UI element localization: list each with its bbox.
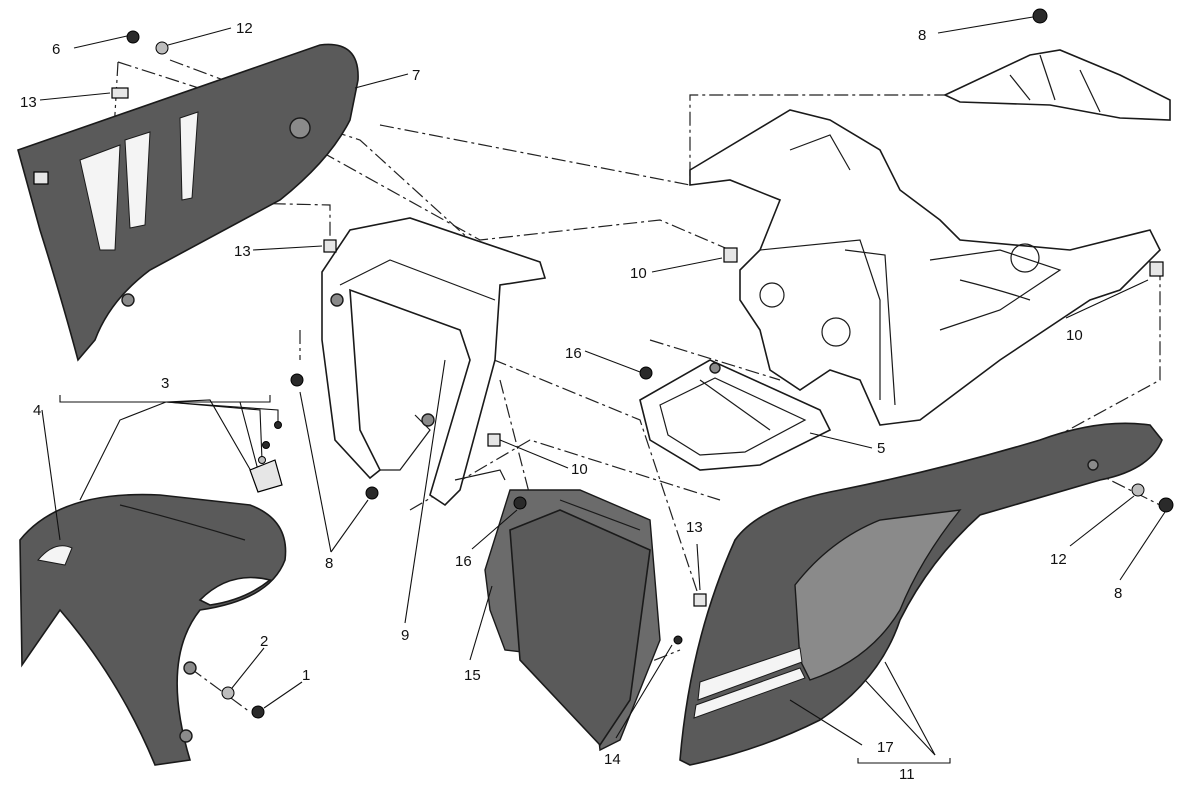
callout-15: 15 (464, 667, 481, 684)
left-side-panel (17, 43, 359, 362)
callout-10-left: 10 (630, 265, 647, 282)
callout-8-left: 8 (325, 555, 333, 572)
callout-2: 2 (260, 633, 268, 650)
callout-3: 3 (161, 375, 169, 392)
callout-1: 1 (302, 667, 310, 684)
washer-2 (221, 686, 235, 700)
rear-seat-cover (943, 49, 1171, 121)
callout-5: 5 (877, 440, 885, 457)
callout-13-top: 13 (20, 94, 37, 111)
callout-12-right: 12 (1050, 551, 1067, 568)
right-tail-fairing (679, 422, 1163, 766)
screw-8-right (1158, 497, 1174, 513)
callout-10-mid: 10 (571, 461, 588, 478)
screw-8-bottom (365, 486, 379, 500)
callout-8-top: 8 (918, 27, 926, 44)
front-frame-bracket (321, 217, 547, 507)
callout-7: 7 (412, 67, 420, 84)
screw-14 (673, 635, 683, 645)
screw-6 (126, 30, 140, 44)
callout-4: 4 (33, 402, 41, 419)
front-fairing (19, 493, 287, 766)
callout-9: 9 (401, 627, 409, 644)
callout-8-right: 8 (1114, 585, 1122, 602)
callout-13-mid: 13 (234, 243, 251, 260)
callout-14: 14 (604, 751, 621, 768)
callout-6: 6 (52, 41, 60, 58)
screw-8-top (1032, 8, 1048, 24)
rear-subframe (689, 109, 1164, 426)
washer-12-top (155, 41, 169, 55)
callout-labels: 6 12 7 13 13 3 4 8 2 1 9 16 16 10 10 10 … (20, 20, 1122, 783)
callout-10-right: 10 (1066, 327, 1083, 344)
washer-12-right (1131, 483, 1145, 497)
screw-1 (251, 705, 265, 719)
mesh-air-duct (484, 489, 661, 752)
clip-13-top (111, 87, 129, 99)
callout-12-top: 12 (236, 20, 253, 37)
callout-16-top: 16 (565, 345, 582, 362)
callout-13-right: 13 (686, 519, 703, 536)
leader-lines (39, 16, 1166, 764)
screw-16-top (639, 366, 653, 380)
lower-plate (639, 359, 832, 471)
callout-16-bottom: 16 (455, 553, 472, 570)
screw-16-bottom (513, 496, 527, 510)
callout-11: 11 (899, 766, 915, 783)
callout-17: 17 (877, 739, 894, 756)
bracket-assembly (59, 395, 283, 501)
screw-8-left (290, 373, 304, 387)
clip-13-panel (323, 239, 337, 253)
fasteners (111, 8, 1174, 719)
